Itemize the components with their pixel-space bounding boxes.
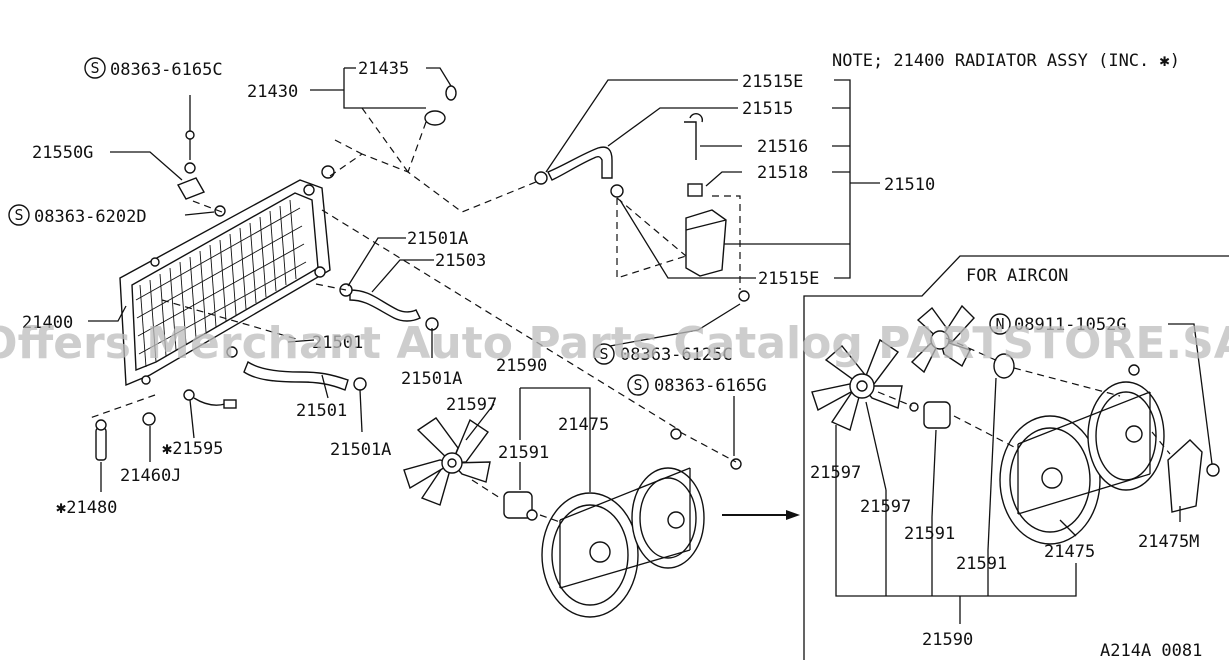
upper-hose-outlet-icon bbox=[314, 266, 326, 278]
part-label-21590-bottom: 21590 bbox=[922, 630, 973, 650]
fan-motor-21591-right-2 bbox=[993, 353, 1015, 379]
reservoir-hose-21515 bbox=[534, 146, 613, 185]
bolt-symbol-text: S bbox=[633, 376, 642, 394]
bolt-icon bbox=[730, 458, 742, 470]
radiator-filler-neck-icon bbox=[303, 184, 315, 196]
part-label-21501a-3: 21501A bbox=[330, 440, 391, 460]
bolt-symbol-s-6165g: S bbox=[627, 374, 649, 396]
fan-motor-21591-right-1 bbox=[909, 401, 951, 429]
fan-shroud-21475-left bbox=[541, 428, 742, 618]
upper-hose-21501 bbox=[339, 283, 439, 331]
part-label-08911-1052g: 08911-1052G bbox=[1014, 315, 1127, 335]
aircon-box bbox=[803, 255, 1229, 660]
note-text: NOTE; 21400 RADIATOR ASSY (INC. ✱) bbox=[832, 51, 1180, 71]
radiator-mount-pin-icon bbox=[150, 257, 160, 267]
part-label-21516: 21516 bbox=[757, 137, 808, 157]
part-label-21518: 21518 bbox=[757, 163, 808, 183]
bolt-symbol-s-6125c: S bbox=[593, 343, 615, 365]
part-label-21400: 21400 bbox=[22, 313, 73, 333]
part-label-21475-left: 21475 bbox=[558, 415, 609, 435]
part-label-21503: 21503 bbox=[435, 251, 486, 271]
part-label-21510: 21510 bbox=[884, 175, 935, 195]
part-label-21590-top: 21590 bbox=[496, 356, 547, 376]
part-label-21597-left: 21597 bbox=[446, 395, 497, 415]
part-label-08363-6165g: 08363-6165G bbox=[654, 376, 767, 396]
leader-lines bbox=[88, 67, 1213, 624]
part-label-21501-top: 21501 bbox=[312, 333, 363, 353]
part-label-21430: 21430 bbox=[247, 82, 298, 102]
radiator-assembly bbox=[119, 165, 335, 387]
nut-symbol-n-1052g: N bbox=[989, 313, 1011, 335]
bolt-symbol-s-6202d: S bbox=[8, 204, 30, 226]
part-label-21515e-top: 21515E bbox=[742, 72, 803, 92]
bolt-icon bbox=[185, 130, 195, 140]
part-label-21475-right: 21475 bbox=[1044, 542, 1095, 562]
fan-blade-21597-left bbox=[403, 417, 491, 506]
part-label-21501a-2: 21501A bbox=[401, 369, 462, 389]
fan-blade-21597-right-2 bbox=[910, 304, 975, 374]
radiator-cap-21430 bbox=[424, 85, 457, 126]
part-label-21515: 21515 bbox=[742, 99, 793, 119]
part-label-21515e-bottom: 21515E bbox=[758, 269, 819, 289]
hose-clip-icon bbox=[610, 184, 624, 198]
part-label-08363-6165c: 08363-6165C bbox=[110, 60, 223, 80]
sensor-21595 bbox=[183, 389, 237, 409]
bolt-symbol-text: S bbox=[90, 59, 99, 77]
part-label-21591-right-1: 21591 bbox=[904, 524, 955, 544]
part-label-08363-6125c: 08363-6125C bbox=[620, 345, 733, 365]
bolt-icon bbox=[738, 290, 750, 302]
fan-shroud-21475-right bbox=[999, 364, 1165, 545]
aircon-heading: FOR AIRCON bbox=[966, 266, 1068, 286]
nut-symbol-text: N bbox=[995, 315, 1004, 333]
part-label-21597-right-1: 21597 bbox=[810, 463, 861, 483]
radiator-core-fins bbox=[135, 199, 307, 368]
bolt-symbol-text: S bbox=[14, 206, 23, 224]
mounting-bracket-21550g bbox=[176, 95, 226, 217]
aircon-arrow-icon bbox=[722, 510, 800, 520]
watermark-text: Offers Merchant Auto Parts Catalog PARTS… bbox=[0, 318, 1229, 369]
fan-motor-21591-left bbox=[503, 491, 538, 521]
radiator-cap-mount-icon bbox=[321, 165, 335, 179]
part-label-21591-right-2: 21591 bbox=[956, 554, 1007, 574]
part-label-21480: ✱21480 bbox=[56, 498, 117, 518]
bolt-symbol-s-6165c: S bbox=[84, 57, 106, 79]
drain-cock-21480 bbox=[95, 419, 107, 461]
part-label-21501a-1: 21501A bbox=[407, 229, 468, 249]
figure-code: A214A 0081 bbox=[1100, 641, 1202, 661]
radiator-drain-boss-icon bbox=[141, 375, 151, 385]
part-label-21501-bottom: 21501 bbox=[296, 401, 347, 421]
part-label-21597-right-2: 21597 bbox=[860, 497, 911, 517]
lower-hose-outlet-icon bbox=[226, 346, 238, 358]
nut-icon bbox=[1206, 463, 1220, 477]
reservoir-tank-21510 bbox=[610, 112, 750, 302]
fan-blade-21597-right-1 bbox=[811, 338, 903, 431]
part-label-21550g: 21550G bbox=[32, 143, 93, 163]
part-label-21475m: 21475M bbox=[1138, 532, 1199, 552]
relay-bracket-21475m bbox=[1167, 439, 1220, 513]
part-label-21435: 21435 bbox=[358, 59, 409, 79]
part-label-21591-left: 21591 bbox=[498, 443, 549, 463]
hose-clamp-icon bbox=[353, 377, 367, 391]
part-label-21460j: 21460J bbox=[120, 466, 181, 486]
bolt-symbol-text: S bbox=[599, 345, 608, 363]
part-label-08363-6202d: 08363-6202D bbox=[34, 207, 147, 227]
hose-clamp-21515e-icon bbox=[534, 171, 548, 185]
reservoir-cap-21518-icon bbox=[687, 183, 703, 197]
rubber-mount-21460j-icon bbox=[142, 412, 156, 426]
part-label-21595: ✱21595 bbox=[162, 439, 223, 459]
phantom-lines bbox=[89, 107, 1171, 523]
